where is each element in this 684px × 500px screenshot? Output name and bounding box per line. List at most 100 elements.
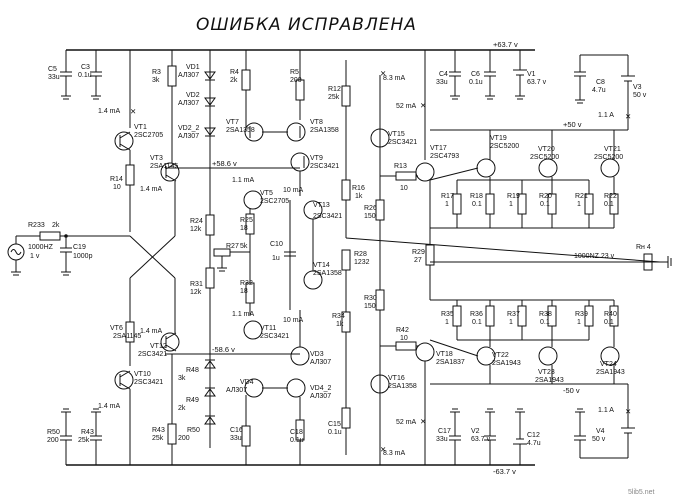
c17-ref: V2 [471, 428, 480, 435]
vt8-ref: VT8 [310, 119, 323, 126]
c8-ref: C8 [596, 79, 605, 86]
vt11-ref: VD4_2 [310, 385, 332, 392]
r16-ref: R16 [352, 185, 365, 192]
c18-ref: R43 [81, 429, 94, 436]
c10-value: 1u [272, 255, 280, 262]
rail-v50pos-label: +50 v [563, 120, 582, 129]
c10-ref: C10 [270, 241, 283, 248]
rail-v58pos-label: +58.6 v [212, 159, 237, 168]
vt12-ref: VD3 [310, 351, 324, 358]
vd2-2-ref: VD2_2 [178, 125, 200, 132]
r20-ref: R20 [539, 193, 552, 200]
r34-ref: R34 [332, 313, 345, 320]
mirror-bottom: 1.1 mA VT11 2SC3421 10 mA VD3 АЛ307 VD4 … [226, 310, 332, 400]
vt24-ref: VT24 [600, 361, 617, 368]
vt4-type: 2SC3421 [138, 351, 167, 358]
vt19-ref: VT19 [490, 135, 507, 142]
vt17-type: 2SC4793 [430, 153, 459, 160]
vd2-2-type: АЛ307 [178, 133, 199, 140]
cross-mark: ✕ [380, 69, 386, 78]
source-freq: 1000HZ [28, 244, 54, 251]
r50-value: 0.1u [290, 437, 304, 444]
vt16-ref: VT16 [388, 375, 405, 382]
vt10-ref: VD4 [240, 379, 254, 386]
c18-value: 25k [78, 437, 90, 444]
r49-value: 33u [230, 435, 242, 442]
vt12-current: 10 mA [283, 317, 304, 324]
c4-value: 33u [436, 79, 448, 86]
out-bot-current: 1.1 A [598, 407, 614, 414]
r3-ref: R3 [152, 69, 161, 76]
r35-ref: R35 [441, 311, 454, 318]
vt7-ref: VT7 [226, 119, 239, 126]
load-label: Rн 4 [636, 244, 651, 251]
vd4-2-ref: R50 [187, 427, 200, 434]
r48-ref: R43 [152, 427, 165, 434]
vt3-current: 1.4 mA [140, 186, 163, 193]
c3-value: 0.1u [78, 72, 92, 79]
vt22-type: 2SA1943 [492, 360, 521, 367]
c15-value: 33u [436, 436, 448, 443]
input-stage: VT1 2SC2705 1.4 mA ✕ VT3 2SA1145 1.4 mA … [98, 50, 180, 465]
vt8-type: 2SA1358 [310, 127, 339, 134]
vt21-ref: VT21 [604, 146, 621, 153]
r26-value: 150 [364, 213, 376, 220]
r12-ref: R12 [328, 86, 341, 93]
r39-ref: R39 [575, 311, 588, 318]
r28-value: 1232 [354, 259, 370, 266]
vt9-type: 2SC3421 [310, 163, 339, 170]
r18-ref: R18 [470, 193, 483, 200]
r22-value: 0.1 [604, 201, 614, 208]
vt5-ref: VT5 [260, 190, 273, 197]
c19-ref: C19 [73, 244, 86, 251]
vt13-type: 2SC3421 [313, 213, 342, 220]
vt18-type: 2SA1837 [436, 359, 465, 366]
v3-ref: V3 [633, 84, 642, 91]
c5-ref: C5 [48, 66, 57, 73]
vt24-type: 2SA1943 [596, 369, 625, 376]
r35-value: 1 [445, 319, 449, 326]
vd1-type: АЛ307 [178, 72, 199, 79]
r30-value: 150 [364, 303, 376, 310]
vt21-type: 2SC5200 [594, 154, 623, 161]
r12-value: 25k [328, 94, 340, 101]
c3-ref: C3 [81, 64, 90, 71]
r17-ref: R17 [441, 193, 454, 200]
r37-ref: R37 [507, 311, 520, 318]
r41-value: 2SA1145 [113, 333, 141, 340]
r48-value: 25k [152, 435, 164, 442]
capacitor-c3: C3 0.1u [78, 50, 102, 100]
r42-ref: R42 [396, 327, 409, 334]
rail-58-positive: +58.6 v [165, 159, 300, 169]
capacitor-c18: R43 25k [78, 408, 102, 465]
r30-ref: R30 [364, 295, 377, 302]
r22-ref: R22 [604, 193, 617, 200]
cross-mark: ✕ [625, 112, 631, 121]
output-npn-stage: VT19 2SC5200 VT20 2SC5200 VT21 2SC5200 R… [429, 130, 623, 229]
r39-value: 1 [577, 319, 581, 326]
vt4-ref: VT12 [150, 343, 167, 350]
r29-value: 27 [414, 257, 422, 264]
r24-value: 12k [190, 226, 202, 233]
vt23-type: 2SA1943 [535, 377, 564, 384]
bias-column-bottom: R48 3k R49 2k R50 200 R43 25k C16 33u C1… [152, 354, 351, 465]
r14-ref: R14 [110, 176, 123, 183]
r40-ref: R40 [604, 311, 617, 318]
vt5-type: 2SC2705 [260, 198, 289, 205]
r43-ref: C15 [328, 421, 341, 428]
vd2-ref: VD2 [186, 92, 200, 99]
vd2-type: АЛ307 [178, 100, 199, 107]
r21-ref: R21 [575, 193, 588, 200]
r43-value: 0.1u [328, 429, 342, 436]
v2-value: 4.7u [527, 440, 541, 447]
c15-ref: C17 [438, 428, 451, 435]
mirror-top: VT7 2SA1358 VT8 2SA1358 VT9 2SC3421 10 m… [226, 119, 339, 196]
vt2-ref: VT10 [134, 371, 151, 378]
r24-ref: R24 [190, 218, 203, 225]
r50-ref: C18 [290, 429, 303, 436]
c12-value: 50 v [592, 436, 606, 443]
vd4-type: 2k [178, 405, 186, 412]
right-supply-top: C4 33u C6 0.1u V1 63.7 v C8 4.7u V3 50 v… [436, 50, 647, 130]
r16-value: 1k [355, 193, 363, 200]
c17-value: 63.7 v [471, 436, 491, 443]
